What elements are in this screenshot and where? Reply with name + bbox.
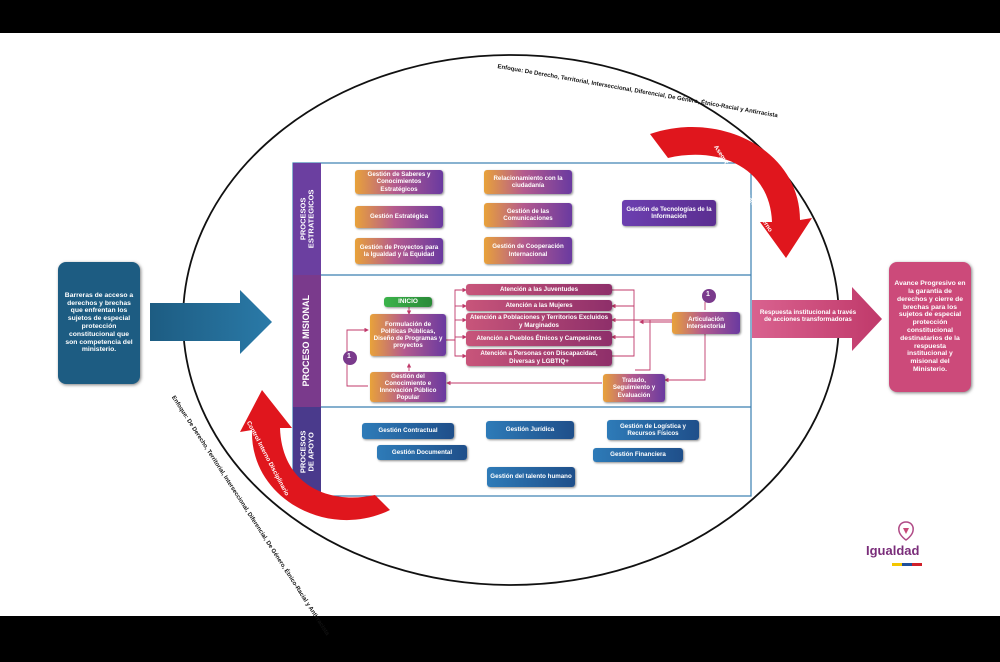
atencion-box: Atención a Pueblos Étnicos y Campesinos (466, 331, 612, 346)
igualdad-logo-icon (898, 521, 914, 541)
apoyo-box: Gestión Contractual (362, 423, 454, 439)
apoyo-box: Gestión Documental (377, 445, 467, 460)
section-misional: PROCESO MISIONAL (301, 295, 312, 387)
estrategico-box: Gestión de Saberes y Conocimientos Estra… (355, 170, 443, 194)
logo-text: Igualdad (866, 543, 920, 558)
red-arc-bottom (240, 390, 390, 521)
marker-number-left: 1 (347, 353, 351, 360)
logo-flag (892, 563, 922, 566)
estrategico-box: Gestión de Cooperación Internacional (484, 237, 572, 264)
estrategico-box: Gestión de Tecnologías de la Información (622, 200, 716, 226)
estrategico-box: Relacionamiento con la ciudadanía (484, 170, 572, 194)
section-apoyo: PROCESOS DE APOYO (298, 430, 316, 473)
atencion-box: Atención a Poblaciones y Territorios Exc… (466, 313, 612, 330)
estrategico-box: Gestión Estratégica (355, 206, 443, 228)
estrategico-box: Gestión de Proyectos para la Igualdad y … (355, 238, 443, 264)
top-black-bar (0, 0, 1000, 33)
input-arrow (150, 290, 272, 354)
red-arc-top (650, 127, 812, 258)
apoyo-box: Gestión Financiera (593, 448, 683, 462)
inicio-badge: INICIO (384, 297, 432, 307)
atencion-box: Atención a las Mujeres (466, 300, 612, 311)
apoyo-box: Gestión de Logística y Recursos Físicos (607, 420, 699, 440)
bottom-black-bar (0, 616, 1000, 662)
estrategico-box: Gestión de las Comunicaciones (484, 203, 572, 227)
tratado-box: Tratado, Seguimiento y Evaluación (603, 374, 665, 402)
atencion-box: Atención a las Juventudes (466, 284, 612, 295)
left-barrier-box: Barreras de acceso a derechos y brechas … (58, 262, 140, 384)
apoyo-box: Gestión del talento humano (487, 467, 575, 487)
conocimiento-box: Gestión del Conocimiento e Innovación Pú… (370, 372, 446, 402)
formulacion-box: Formulación de Políticas Públicas, Diseñ… (370, 314, 446, 356)
right-result-box: Avance Progresivo en la garantía de dere… (889, 262, 971, 392)
marker-number-right: 1 (706, 291, 710, 298)
respuesta-label: Respuesta institucional a través de acci… (759, 309, 857, 324)
apoyo-box: Gestión Jurídica (486, 421, 574, 439)
output-arrow (752, 287, 882, 351)
articulacion-box: Articulación Intersectorial (672, 312, 740, 334)
section-estrategicos: PROCESOS ESTRATEGICOS (298, 189, 315, 249)
atencion-box: Atención a Personas con Discapacidad, Di… (466, 349, 612, 366)
